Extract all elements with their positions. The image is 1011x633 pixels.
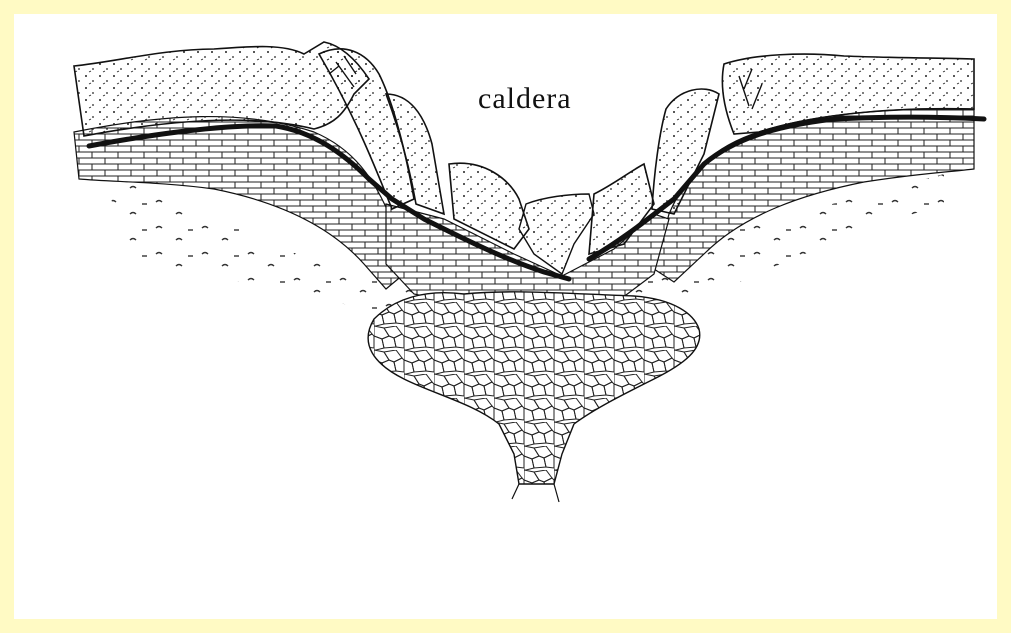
breccia-plug: [368, 292, 700, 484]
caldera-label: caldera: [478, 82, 572, 116]
feeder-conduit: [512, 484, 559, 502]
